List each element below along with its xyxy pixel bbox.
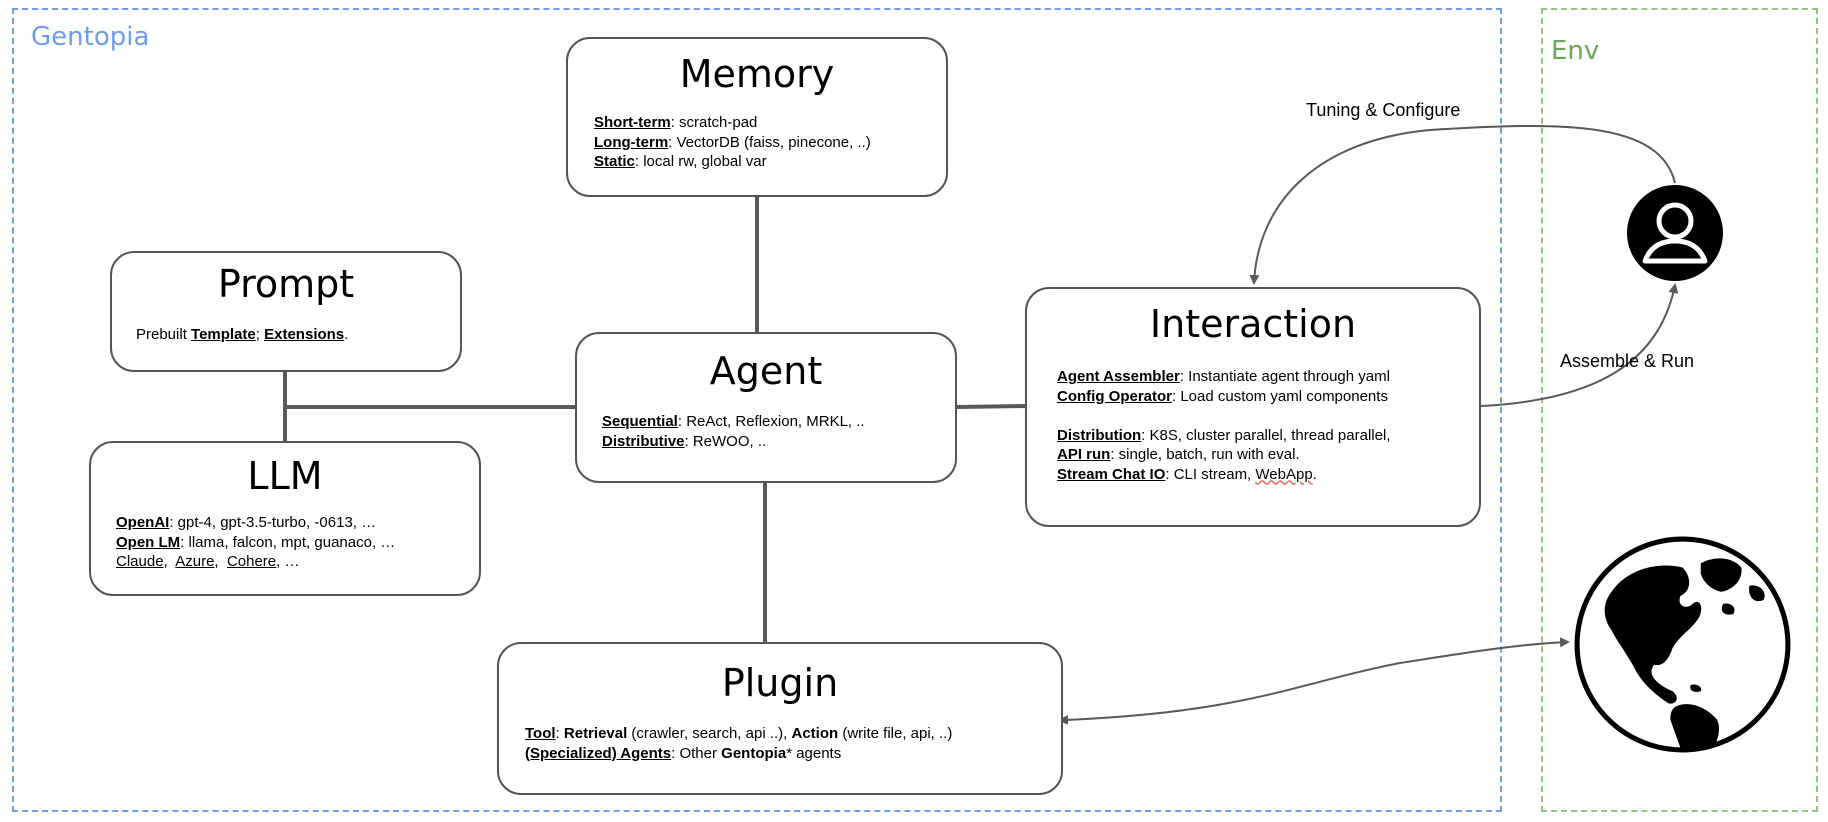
sequential-label: Sequential	[602, 413, 678, 430]
plugin-body: Tool: Retrieval (crawler, search, api ..…	[525, 724, 1061, 763]
tuning-arrow	[1249, 124, 1676, 285]
short-term-label: Short-term	[594, 114, 671, 131]
interaction-gap	[1057, 406, 1479, 426]
short-term-value: : scratch-pad	[670, 114, 758, 131]
distributive-value: : ReWOO, ..	[684, 432, 767, 450]
action-value: (write file, api, ..)	[838, 725, 953, 742]
prompt-title: Prompt	[217, 262, 355, 306]
openlm-value: : llama, falcon, mpt, guanaco, …	[180, 533, 396, 551]
static-value: : local rw, global var	[634, 153, 767, 170]
llm-box: LLM OpenAI: gpt-4, gpt-3.5-turbo, -0613,…	[89, 441, 481, 596]
env-label: Env	[1551, 36, 1600, 66]
agent-title: Agent	[709, 349, 823, 393]
claude-label: Claude	[116, 553, 164, 570]
openai-value: : gpt-4, gpt-3.5-turbo, -0613, …	[169, 514, 377, 531]
plugin-title: Plugin	[721, 661, 839, 705]
assemble-arrow	[1480, 283, 1679, 407]
config-operator-label: Config Operator	[1057, 387, 1172, 405]
interaction-box: Interaction Agent Assembler: Instantiate…	[1025, 287, 1481, 527]
gentopia-bold: Gentopia	[721, 744, 787, 762]
agent-body: Sequential: ReAct, Reflexion, MRKL, .. D…	[602, 412, 955, 451]
prompt-body: Prebuilt Template; Extensions.	[136, 325, 460, 345]
memory-title: Memory	[679, 52, 835, 96]
env-region	[1541, 8, 1818, 812]
tool-colon: :	[555, 725, 564, 742]
prompt-prefix: Prebuilt	[136, 326, 192, 343]
specialized-agents-value: : Other	[671, 744, 722, 762]
llm-more: , …	[276, 553, 300, 570]
stream-chat-value: : CLI stream,	[1165, 465, 1256, 483]
long-term-value: : VectorDB (faiss, pinecone, ..)	[668, 133, 871, 151]
action-label: Action	[791, 725, 839, 742]
static-label: Static	[594, 153, 635, 170]
gentopia-region	[12, 8, 1502, 812]
plugin-env-arrow	[1058, 637, 1570, 725]
plugin-box: Plugin Tool: Retrieval (crawler, search,…	[497, 642, 1063, 795]
prompt-box: Prompt Prebuilt Template; Extensions.	[110, 251, 462, 372]
distribution-value: : K8S, cluster parallel, thread parallel…	[1141, 426, 1391, 444]
prompt-extensions: Extensions	[264, 326, 345, 343]
assemble-run-label: Assemble & Run	[1560, 351, 1695, 371]
cohere-label: Cohere	[226, 553, 277, 570]
retrieval-value: (crawler, search, api ..),	[627, 725, 792, 742]
api-run-label: API run	[1057, 446, 1111, 463]
tool-label: Tool	[525, 725, 556, 742]
stream-chat-label: Stream Chat IO	[1057, 465, 1166, 483]
agent-interaction-connector	[956, 404, 1026, 409]
openai-label: OpenAI	[116, 514, 170, 531]
api-run-value: : single, batch, run with eval.	[1110, 446, 1300, 463]
distribution-label: Distribution	[1057, 426, 1142, 444]
retrieval-label: Retrieval	[563, 725, 628, 742]
stream-suffix: .	[1312, 465, 1317, 483]
llm-title: LLM	[247, 454, 323, 498]
prompt-separator: ;	[255, 326, 260, 343]
gentopia-label: Gentopia	[31, 22, 150, 52]
agent-assembler-value: : Instantiate agent through yaml	[1179, 368, 1390, 385]
azure-label: Azure	[175, 553, 215, 570]
llm-body: OpenAI: gpt-4, gpt-3.5-turbo, -0613, … O…	[116, 514, 396, 570]
agent-assembler-label: Agent Assembler	[1057, 368, 1180, 385]
globe-icon	[1574, 536, 1791, 753]
agents-suffix: * agents	[786, 744, 842, 762]
tuning-configure-label: Tuning & Configure	[1306, 100, 1461, 120]
prompt-template: Template	[191, 326, 256, 343]
openlm-label: Open LM	[116, 533, 181, 551]
interaction-body: Agent Assembler: Instantiate agent throu…	[1057, 367, 1479, 484]
prompt-suffix: .	[344, 326, 349, 343]
specialized-agents-label: (Specialized) Agents	[525, 744, 672, 762]
distributive-label: Distributive	[602, 432, 685, 450]
memory-box: Memory Short-term: scratch-pad Long-term…	[566, 37, 948, 197]
long-term-label: Long-term	[594, 133, 669, 151]
memory-body: Short-term: scratch-pad Long-term: Vecto…	[594, 113, 946, 172]
sequential-value: : ReAct, Reflexion, MRKL, ..	[677, 413, 865, 430]
webapp-label: WebApp	[1255, 465, 1313, 483]
user-icon	[1627, 185, 1723, 281]
interaction-title: Interaction	[1149, 302, 1357, 346]
agent-box: Agent Sequential: ReAct, Reflexion, MRKL…	[575, 332, 957, 483]
config-operator-value: : Load custom yaml components	[1172, 387, 1388, 405]
